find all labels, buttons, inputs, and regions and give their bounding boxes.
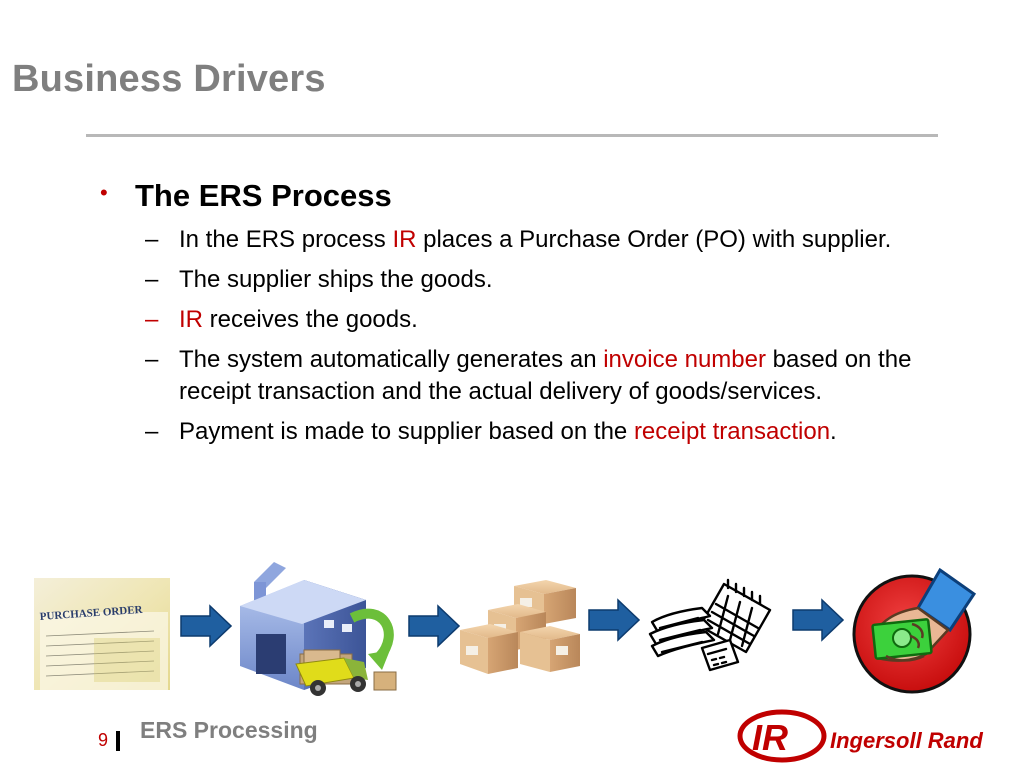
slide-title: Business Drivers — [12, 58, 326, 100]
dash-icon: – — [145, 266, 159, 293]
sub-bullet-receive: – IR receives the goods. — [145, 304, 935, 336]
highlight-invoice-number: invoice number — [603, 346, 766, 373]
boxes-icon — [460, 580, 580, 674]
title-divider — [86, 134, 938, 137]
sub-bullets: – In the ERS process IR places a Purchas… — [145, 224, 935, 448]
ir-logo-mark: IR — [737, 709, 827, 763]
bullet-dot-icon: • — [100, 180, 108, 205]
dash-icon: – — [145, 418, 159, 445]
flow-arrow-3 — [588, 598, 640, 642]
process-flow: PURCHASE ORDER — [0, 560, 1024, 700]
logo-wordmark: Ingersoll Rand — [830, 728, 983, 753]
sub-bullet-payment: – Payment is made to supplier based on t… — [145, 416, 935, 448]
ingersoll-rand-logo: IR Ingersoll Rand — [736, 702, 992, 764]
invoice-calculator-icon — [648, 578, 772, 672]
bullet-level1: • The ERS Process — [100, 178, 980, 214]
page-number: 9 — [98, 730, 109, 750]
purchase-order-icon: PURCHASE ORDER — [34, 578, 170, 690]
bullet-heading: The ERS Process — [135, 178, 392, 213]
payment-hand-icon — [852, 567, 977, 694]
dash-icon: – — [145, 346, 159, 373]
sub-bullet-invoice: – The system automatically generates an … — [145, 346, 912, 405]
flow-arrow-2 — [408, 604, 460, 648]
dash-icon: – — [145, 226, 159, 253]
bullet-list: • The ERS Process – In the ERS process I… — [100, 178, 980, 456]
highlight-ir: IR — [392, 226, 417, 253]
sub-bullet-ship: – The supplier ships the goods. — [145, 264, 935, 296]
footer-section-title: ERS Processing — [140, 717, 318, 743]
flow-arrow-1 — [180, 604, 232, 648]
footer-separator — [116, 731, 120, 751]
highlight-receipt-transaction: receipt transaction — [633, 418, 831, 445]
highlight-ir: IR — [179, 306, 203, 333]
svg-text:IR: IR — [752, 717, 788, 758]
dash-icon: – — [145, 306, 159, 333]
sub-bullet-po: – In the ERS process IR places a Purchas… — [145, 224, 935, 256]
warehouse-truck-icon — [240, 562, 397, 696]
flow-arrow-4 — [792, 598, 844, 642]
